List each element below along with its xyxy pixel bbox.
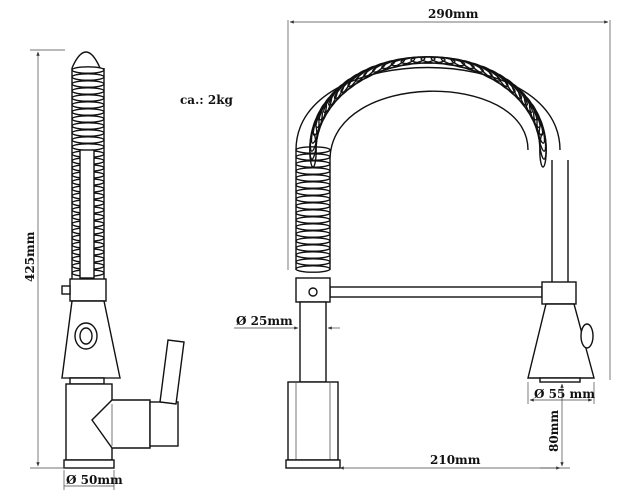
side-view-lever-housing: [91, 399, 151, 449]
front-view-support-bar: [329, 286, 543, 298]
side-view-inner-tube: [79, 149, 95, 279]
spring-coil: [71, 87, 105, 95]
spring-coil: [71, 115, 105, 123]
spring-coil: [71, 66, 105, 74]
clearance-dimension-label: 80mm: [547, 410, 561, 452]
spring-coil: [295, 244, 331, 252]
reach-dimension: 210mm: [339, 453, 561, 470]
spring-coil: [295, 174, 331, 182]
side-view-lever: [159, 339, 185, 405]
height-dimension-label: 425mm: [23, 231, 37, 282]
front-view-spring-arc: [295, 56, 561, 273]
width-dimension: 290mm: [287, 7, 611, 380]
spring-coil: [295, 188, 331, 196]
spring-coil: [71, 136, 105, 144]
reach-dimension-label: 210mm: [430, 453, 481, 467]
spring-coil: [71, 73, 105, 81]
spring-coil: [295, 223, 331, 231]
side-view-collar: [69, 278, 107, 302]
spring-coil: [71, 143, 105, 151]
spring-coil: [295, 160, 331, 168]
spring-coil: [71, 122, 105, 130]
spring-coil: [295, 216, 331, 224]
front-view-body: [287, 381, 339, 461]
width-dimension-label: 290mm: [428, 7, 479, 21]
clearance-dimension: 80mm: [540, 383, 570, 469]
front-view-head-collar: [541, 281, 577, 305]
tube-diameter-dimension: Ø 25mm: [234, 314, 340, 330]
spring-coil: [295, 230, 331, 238]
spring-coil: [295, 237, 331, 245]
spring-coil: [295, 181, 331, 189]
spring-coil: [295, 195, 331, 203]
spring-coil: [295, 202, 331, 210]
front-view-riser: [299, 301, 327, 383]
spring-coil: [295, 209, 331, 217]
spring-coil: [71, 94, 105, 102]
spring-coil: [295, 265, 331, 273]
front-view: [285, 56, 595, 469]
spring-coil: [71, 101, 105, 109]
side-view: [61, 51, 185, 469]
front-view-spray-head: [527, 303, 595, 379]
weight-label: ca.: 2kg: [180, 93, 234, 107]
head-diameter-label: Ø 55 mm: [534, 387, 595, 401]
side-view-button: [74, 322, 98, 350]
spring-coil: [71, 129, 105, 137]
height-dimension: 425mm: [23, 49, 65, 469]
head-diameter-dimension: Ø 55 mm: [527, 382, 595, 404]
base-diameter-dimension: Ø 50mm: [63, 470, 123, 490]
spring-coil: [71, 80, 105, 88]
side-view-collar-pin: [61, 285, 71, 295]
spring-coil: [295, 167, 331, 175]
side-view-base: [63, 459, 115, 469]
front-view-base: [285, 459, 341, 469]
spring-coil: [539, 132, 547, 168]
base-diameter-label: Ø 50mm: [66, 473, 123, 487]
tube-diameter-label: Ø 25mm: [236, 314, 293, 328]
spring-coil: [295, 258, 331, 266]
spring-coil: [71, 108, 105, 116]
spring-coil: [295, 251, 331, 259]
